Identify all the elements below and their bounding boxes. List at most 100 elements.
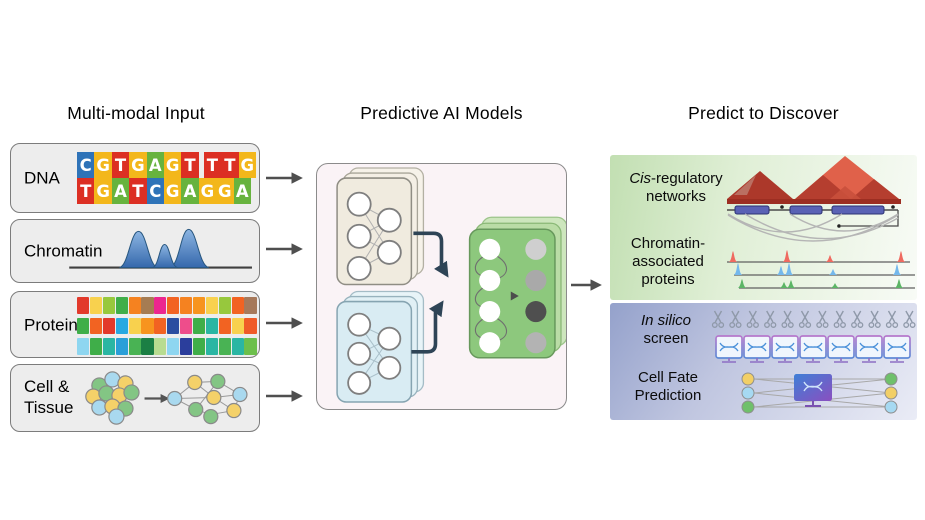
dna-helix-icon: [719, 342, 739, 352]
protein-residue-cell: [89, 297, 103, 314]
protein-residue-cell: [167, 317, 180, 334]
protein-residue-cell: [192, 297, 206, 314]
elbow-arrow-icon: [411, 231, 449, 354]
protein-residue-cell: [231, 317, 244, 334]
protein-residue-cell: [115, 297, 128, 314]
cell-tissue-label-line2: Tissue: [24, 398, 74, 417]
monitor-icon: [799, 335, 827, 363]
cell-cluster-icon: [85, 371, 140, 425]
dna-helix-icon: [859, 342, 879, 352]
protein-residue-cell: [102, 317, 115, 334]
hic-triangle-icon: [727, 156, 901, 204]
cell-state-node: [741, 372, 755, 386]
cellfate-line1: Cell Fate: [637, 369, 699, 386]
protein-label: Protein: [24, 315, 78, 334]
scissors-icon: [833, 310, 846, 328]
insilico-line2: screen: [643, 330, 689, 347]
protein-residue-cell: [218, 297, 231, 314]
monitor-icon: [743, 335, 771, 363]
input-box-protein: Protein: [10, 291, 260, 358]
cell-state-node: [741, 386, 755, 400]
green-peak-track: [738, 279, 915, 289]
interaction-arcs-icon: [727, 213, 899, 242]
cell-state-node: [884, 400, 898, 414]
scissors-row: [711, 310, 916, 328]
protein-residue-cell: [128, 317, 141, 334]
protein-sequence-grid: [77, 297, 257, 359]
scissors-icon: [868, 310, 881, 328]
scissors-icon: [851, 310, 864, 328]
blue-peak-track: [734, 263, 915, 276]
protein-residue-cell: [167, 338, 180, 355]
protein-residue-cell: [244, 338, 257, 355]
cis-regulatory-label: Cis-regulatory networks: [618, 170, 734, 206]
protein-residue-cell: [231, 338, 244, 355]
dna-base-cell: A: [181, 178, 199, 204]
protein-residue-cell: [205, 338, 218, 355]
dna-base-cell: G: [238, 152, 256, 178]
input-box-chromatin: Chromatin: [10, 219, 260, 283]
encoder-stack-blue: [336, 290, 425, 403]
protein-residue-cell: [231, 297, 244, 314]
scissors-icon: [885, 310, 899, 328]
insilico-label: In silico screen: [616, 312, 716, 348]
title-predict-to-discover: Predict to Discover: [688, 103, 839, 123]
dna-helix-icon: [803, 342, 823, 352]
insilico-italic: In silico: [640, 312, 692, 329]
insilico-graphics: [711, 310, 916, 414]
protein-residue-cell: [102, 338, 115, 355]
protein-row: [77, 338, 257, 355]
title-predictive-ai-models: Predictive AI Models: [360, 103, 523, 123]
monitor-icon: [855, 335, 883, 363]
scissors-icon: [781, 310, 794, 328]
chromatin-proteins-line1: Chromatin-: [630, 235, 706, 252]
scissors-icon: [746, 310, 759, 328]
protein-residue-cell: [141, 338, 154, 355]
red-peak-track: [727, 250, 910, 263]
dna-base-cell: T: [203, 152, 222, 178]
dna-base-cell: G: [163, 152, 182, 178]
dna-base-cell: C: [146, 178, 164, 204]
model-stack-green: [468, 216, 566, 359]
dna-base-cell: C: [77, 152, 95, 178]
protein-residue-cell: [141, 297, 154, 314]
neural-network-graphic: [336, 167, 566, 403]
protein-residue-cell: [218, 338, 231, 355]
dna-base-cell: G: [216, 178, 234, 204]
output-box-insilico: In silico screen Cell Fate Prediction: [610, 303, 917, 420]
protein-residue-cell: [154, 297, 167, 314]
scissors-icon: [764, 310, 777, 328]
dna-base-cell: G: [129, 152, 147, 178]
dna-base-cell: G: [163, 178, 182, 204]
monitor-icon: [771, 335, 799, 363]
protein-residue-cell: [180, 317, 193, 334]
title-multimodal-input: Multi-modal Input: [67, 103, 205, 123]
protein-residue-cell: [77, 317, 90, 334]
cell-state-node: [884, 372, 898, 386]
protein-residue-cell: [180, 297, 193, 314]
cellfate-left-cells: [741, 372, 755, 414]
dna-base-cell: T: [181, 152, 199, 178]
cellfate-right-cells: [884, 372, 898, 414]
chromatin-proteins-line3: proteins: [641, 271, 695, 288]
dna-base-cell: T: [129, 178, 147, 204]
cell-tissue-label: Cell & Tissue: [24, 376, 73, 418]
cell-state-node: [741, 400, 755, 414]
network-node-icon: [479, 238, 547, 354]
output-box-regulatory: Cis-regulatory networks Chromatin- assoc…: [610, 155, 917, 300]
chromatin-signal-icon: [69, 228, 252, 269]
protein-residue-cell: [218, 317, 231, 334]
protein-residue-cell: [77, 297, 90, 314]
dna-base-cell: A: [146, 152, 164, 178]
protein-residue-cell: [115, 338, 128, 355]
protein-residue-cell: [89, 317, 103, 334]
protein-residue-cell: [89, 338, 103, 355]
dna-base-cell: T: [111, 152, 130, 178]
protein-residue-cell: [154, 338, 167, 355]
gene-track-icon: [727, 205, 899, 228]
dna-helix-icon: [803, 381, 823, 392]
chromatin-label: Chromatin: [24, 241, 103, 261]
